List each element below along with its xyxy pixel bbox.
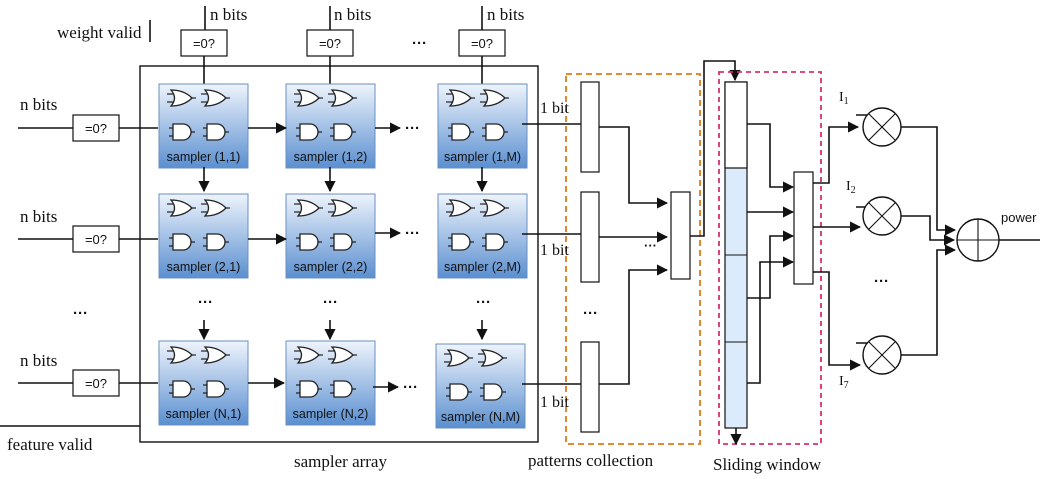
sampler-label: sampler (1,2): [294, 150, 368, 164]
left-zero-check-label-N: =0?: [85, 376, 107, 391]
tap-wire-1: [747, 123, 795, 193]
left-n-bits-2: n bits: [20, 207, 57, 226]
top-ellipsis: ···: [412, 35, 427, 52]
rowN-ellipsis: ···: [403, 379, 418, 396]
sampler-block: sampler (1,M): [437, 83, 528, 169]
window-selector: [793, 171, 814, 285]
patterns-collection-frame: [565, 73, 701, 445]
sel-wire-1: [813, 121, 860, 184]
l1-label: I1: [839, 90, 849, 107]
sliding-window-frame: [718, 71, 822, 445]
pattern-mux: [670, 191, 691, 280]
weight-valid-label: weight valid: [57, 23, 142, 42]
left-n-bits-N: n bits: [20, 351, 57, 370]
pattern-reg-1: [580, 81, 600, 173]
one-bit-label-N: 1 bit: [540, 394, 569, 411]
top-zero-check-label-2: =0?: [319, 36, 341, 51]
mux-to-window-wire: [690, 60, 741, 237]
top-zero-check-2: n bits =0?: [306, 5, 371, 84]
sliding-window-label: Sliding window: [713, 455, 822, 474]
sampler-label: sampler (2,2): [294, 260, 368, 274]
sampler-block: sampler (2,M): [437, 193, 528, 279]
mul-wire-1: [901, 126, 957, 236]
sampler-block: sampler (N,2): [285, 340, 376, 426]
top-zero-check-1: n bits =0?: [180, 5, 247, 84]
row-input-2: n bits =0?: [18, 207, 158, 253]
pattern-ellipsis: ···: [583, 305, 598, 322]
adder: [956, 218, 1000, 262]
top-n-bits-M: n bits: [487, 5, 524, 24]
top-n-bits-1: n bits: [210, 5, 247, 24]
sampler-label: sampler (2,M): [444, 260, 521, 274]
sampler-label: sampler (2,1): [167, 260, 241, 274]
multiplier-7: [862, 335, 902, 375]
merge-wire-N: [599, 264, 669, 385]
row1-ellipsis: ···: [405, 120, 420, 137]
feature-valid-label: feature valid: [7, 435, 93, 454]
left-n-bits-1: n bits: [20, 95, 57, 114]
sampler-label: sampler (N,2): [293, 407, 369, 421]
one-bit-label-2: 1 bit: [540, 242, 569, 259]
left-zero-check-label-2: =0?: [85, 232, 107, 247]
top-zero-check-label-M: =0?: [471, 36, 493, 51]
l7-label: I7: [839, 374, 849, 391]
mul-wire-2: [901, 215, 956, 246]
col2-ellipsis: ···: [323, 294, 338, 311]
multiplier-1: [862, 107, 902, 147]
sampler-array-label: sampler array: [294, 452, 387, 471]
mul-wire-7: [901, 244, 957, 356]
colM-ellipsis: ···: [476, 294, 491, 311]
sampler-block: sampler (N,1): [158, 340, 249, 426]
top-n-bits-2: n bits: [334, 5, 371, 24]
sampler-block: sampler (2,2): [285, 193, 376, 279]
top-zero-check-M: n bits =0?: [458, 5, 524, 84]
sampler-block: sampler (1,1): [158, 83, 249, 169]
merge-wire-1: [599, 126, 669, 209]
tap-wire-3: [747, 230, 795, 299]
patterns-collection-label: patterns collection: [528, 451, 654, 470]
pattern-reg-N: [580, 341, 600, 433]
row2-ellipsis: ···: [405, 225, 420, 242]
tap-wire-4: [747, 256, 795, 384]
col1-ellipsis: ···: [198, 294, 213, 311]
sampler-label: sampler (N,M): [441, 410, 520, 424]
one-bit-label-1: 1 bit: [540, 100, 569, 117]
sampler-label: sampler (1,1): [167, 150, 241, 164]
left-ellipsis: ···: [73, 305, 88, 322]
l2-label: I2: [846, 179, 856, 196]
sampler-array-frame: [139, 65, 539, 443]
power-label: power: [1001, 210, 1037, 225]
sampler-label: sampler (1,M): [444, 150, 521, 164]
merge-ellipsis: ···: [644, 238, 657, 253]
multiplier-ellipsis: ···: [874, 273, 889, 290]
sampler-block: sampler (2,1): [158, 193, 249, 279]
row-input-N: n bits =0?: [18, 351, 158, 397]
sampler-block: sampler (1,2): [285, 83, 376, 169]
sampler-grid: sampler (1,1) sampler (1,2) sampler (1,M) s…: [158, 83, 528, 429]
pattern-reg-2: [580, 191, 600, 283]
row-input-1: n bits =0?: [18, 95, 158, 142]
window-slot-new: [724, 81, 748, 169]
sel-wire-7: [813, 271, 862, 371]
sampler-label: sampler (N,1): [166, 407, 242, 421]
left-zero-check-label-1: =0?: [85, 121, 107, 136]
sampler-block: sampler (N,M): [435, 343, 526, 429]
top-zero-check-label-1: =0?: [193, 36, 215, 51]
multiplier-2: [862, 196, 902, 236]
